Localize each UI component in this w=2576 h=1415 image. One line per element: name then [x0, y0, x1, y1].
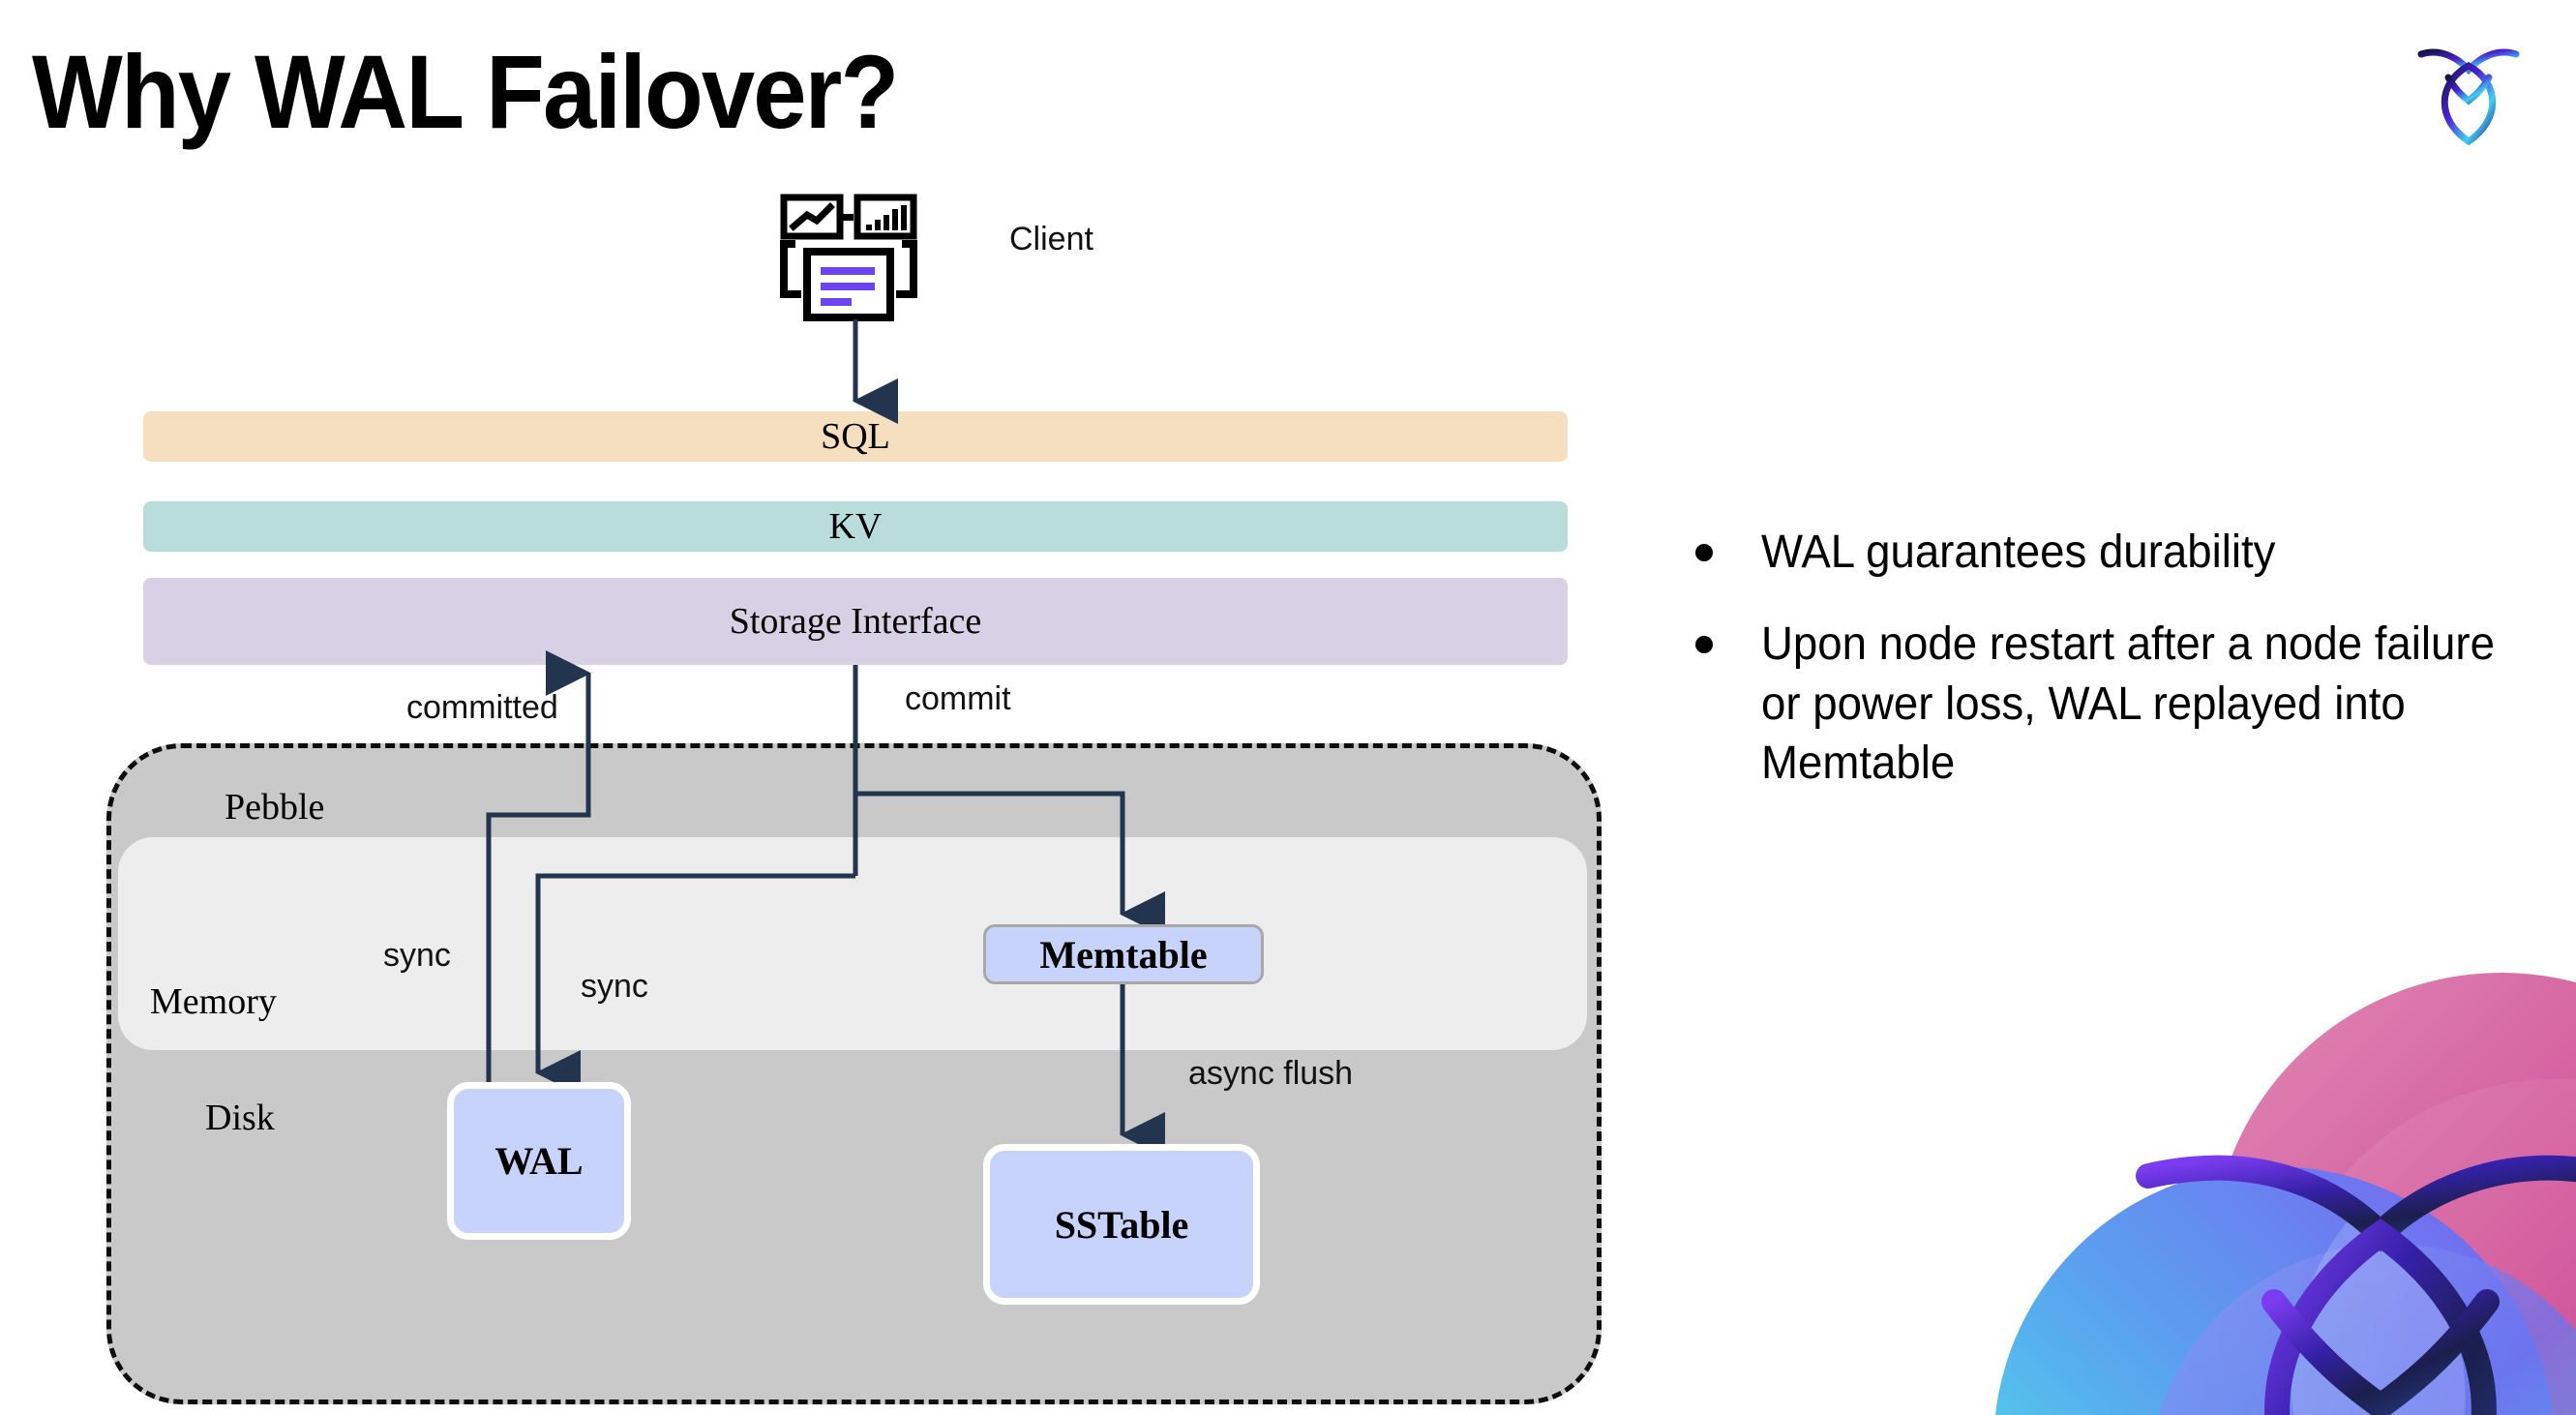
- node-memtable-label: Memtable: [1039, 932, 1208, 977]
- decorative-logo-mark: [1994, 973, 2576, 1415]
- memory-zone-label: Memory: [150, 981, 277, 1022]
- layer-bar-kv: KV: [143, 501, 1568, 552]
- layer-bar-storage-interface-label: Storage Interface: [729, 601, 982, 642]
- node-sstable: SSTable: [983, 1144, 1260, 1305]
- node-wal-label: WAL: [494, 1139, 584, 1183]
- cockroachdb-logo-icon: [2417, 48, 2520, 146]
- layer-bar-kv-label: KV: [828, 506, 883, 547]
- disk-zone-label: Disk: [205, 1098, 275, 1138]
- layer-bar-sql: SQL: [143, 411, 1568, 462]
- memory-zone: [118, 837, 1587, 1050]
- bullet-dot-icon: [1695, 636, 1713, 654]
- edge-label-committed: committed: [406, 689, 558, 726]
- edge-label-commit: commit: [905, 680, 1011, 717]
- list-item: WAL guarantees durability: [1695, 523, 2537, 582]
- bullet-text: WAL guarantees durability: [1761, 527, 2276, 578]
- node-wal: WAL: [447, 1082, 631, 1240]
- page-title: Why WAL Failover?: [32, 33, 899, 150]
- edge-label-async-flush: async flush: [1188, 1055, 1354, 1092]
- edge-label-sync-left: sync: [383, 937, 451, 974]
- pebble-container-label: Pebble: [225, 787, 325, 828]
- node-sstable-label: SSTable: [1054, 1202, 1189, 1247]
- bullet-dot-icon: [1695, 544, 1713, 561]
- node-memtable: Memtable: [983, 924, 1264, 984]
- list-item: Upon node restart after a node failure o…: [1695, 615, 2537, 793]
- layer-bar-sql-label: SQL: [821, 416, 890, 457]
- bullet-text: Upon node restart after a node failure o…: [1761, 618, 2495, 790]
- layer-bar-storage-interface: Storage Interface: [143, 578, 1568, 665]
- client-label: Client: [1009, 221, 1093, 257]
- bullet-list: WAL guarantees durability Upon node rest…: [1695, 523, 2537, 827]
- client-dashboard-icon: [780, 194, 917, 321]
- edge-label-sync-right: sync: [581, 968, 648, 1005]
